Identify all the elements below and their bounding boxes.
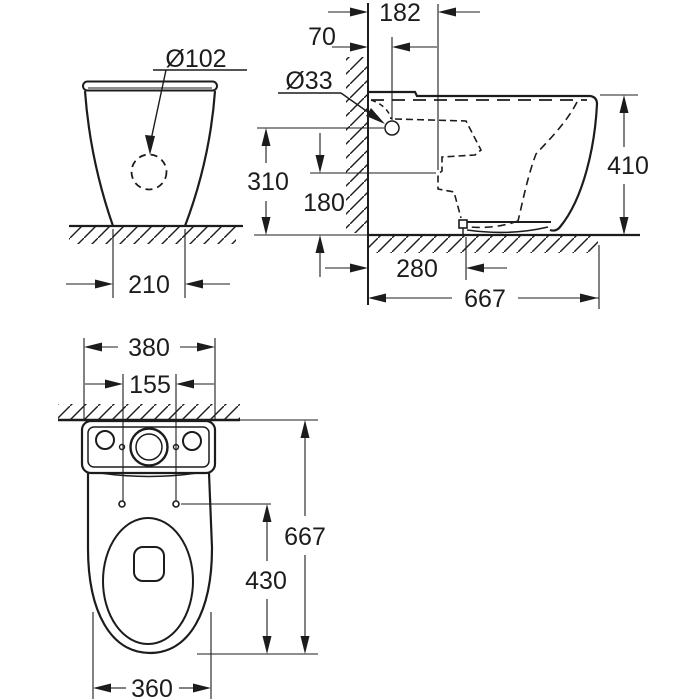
cistern-inner bbox=[87, 426, 210, 468]
dim-label-hole-diameter: Ø102 bbox=[165, 45, 226, 73]
dim-inlet-height: 310 bbox=[247, 127, 384, 236]
cistern-fixing-dot-left bbox=[118, 443, 126, 451]
dim-label-hinge-spacing: 155 bbox=[129, 371, 171, 399]
arrowhead bbox=[315, 235, 325, 253]
leader-line bbox=[340, 92, 373, 116]
arrowhead bbox=[300, 636, 310, 654]
arrowhead bbox=[315, 155, 325, 173]
dim-label-inlet-offset: 70 bbox=[308, 23, 336, 51]
dim-bowl-width: 360 bbox=[92, 612, 212, 700]
side-body-outline bbox=[368, 90, 599, 232]
top-wall-hatch bbox=[58, 404, 240, 420]
dim-hinge-spacing: 155 bbox=[85, 371, 214, 501]
front-floor-hatch bbox=[69, 227, 236, 244]
cistern-fixing-dot-right bbox=[172, 443, 180, 451]
arrowhead bbox=[392, 42, 410, 52]
side-floor-hatch bbox=[368, 236, 598, 253]
arrowhead bbox=[619, 95, 629, 113]
arrowhead bbox=[350, 263, 368, 273]
front-outlet-dashed-circle bbox=[130, 153, 168, 191]
leader-arrowhead bbox=[366, 108, 385, 124]
arrowhead bbox=[197, 342, 215, 352]
dim-outlet-height: 180 bbox=[303, 133, 436, 277]
arrowhead bbox=[580, 293, 598, 303]
side-view: 182 70 Ø33 310 bbox=[247, 0, 649, 313]
flush-button-inner bbox=[135, 433, 163, 461]
dim-outlet-offset: 280 bbox=[325, 237, 507, 283]
arrowhead bbox=[262, 636, 272, 654]
side-bowl-dashed bbox=[517, 101, 578, 222]
arrowhead bbox=[350, 7, 368, 17]
arrowhead bbox=[93, 683, 111, 693]
arrowhead bbox=[193, 683, 211, 693]
dim-total-depth-top: 667 bbox=[284, 420, 326, 654]
side-trap-dashed bbox=[469, 220, 519, 229]
dim-total-height: 410 bbox=[600, 94, 649, 235]
front-view: Ø102 210 bbox=[66, 45, 247, 299]
dim-label-hinge-to-front: 430 bbox=[245, 567, 287, 595]
front-body-left-edge bbox=[83, 90, 115, 227]
front-lid-edge bbox=[82, 80, 218, 92]
seat-hinge-hole-left bbox=[118, 500, 126, 508]
arrowhead bbox=[176, 379, 194, 389]
arrowhead bbox=[185, 279, 203, 289]
bowl-opening bbox=[102, 517, 194, 645]
dim-label-base-width: 210 bbox=[128, 271, 170, 299]
leader-arrowhead bbox=[145, 135, 155, 155]
arrowhead bbox=[466, 263, 484, 273]
dim-total-depth-side: 667 bbox=[368, 245, 600, 313]
front-body-right-edge bbox=[183, 90, 217, 227]
arrowhead bbox=[95, 279, 113, 289]
arrowhead bbox=[300, 420, 310, 438]
flush-button-outer bbox=[129, 427, 169, 467]
dim-inlet-diameter: Ø33 bbox=[278, 67, 385, 124]
dim-hinge-to-front: 430 bbox=[245, 504, 287, 654]
dim-hinge-offset: 182 bbox=[328, 0, 480, 170]
leader-line bbox=[150, 69, 167, 141]
side-base-bottom bbox=[466, 226, 549, 234]
arrowhead bbox=[438, 7, 456, 17]
dim-label-bowl-width: 360 bbox=[131, 675, 173, 700]
dim-cistern-width: 380 bbox=[83, 334, 216, 419]
dim-label-inlet-height: 310 bbox=[247, 168, 289, 196]
arrowhead bbox=[262, 504, 272, 522]
cistern-left-hole bbox=[95, 430, 115, 450]
dim-label-outlet-offset: 280 bbox=[396, 255, 438, 283]
top-view: 380 155 bbox=[58, 334, 326, 700]
side-drain-outlet bbox=[458, 219, 468, 229]
wall-hatch bbox=[346, 57, 368, 233]
side-inlet-circle bbox=[384, 120, 400, 136]
seat-hinge-hole-right bbox=[172, 500, 180, 508]
arrowhead bbox=[105, 379, 123, 389]
dim-hole-diameter: Ø102 bbox=[145, 45, 247, 155]
cistern-outer bbox=[80, 419, 217, 475]
dim-inlet-offset: 70 bbox=[308, 23, 437, 120]
dim-label-outlet-height: 180 bbox=[303, 189, 345, 217]
dim-label-total-depth-top: 667 bbox=[284, 523, 326, 551]
arrowhead bbox=[261, 128, 271, 146]
arrowhead bbox=[84, 342, 102, 352]
arrowhead bbox=[350, 42, 368, 52]
arrowhead bbox=[261, 217, 271, 235]
bowl-water-area bbox=[133, 546, 165, 582]
dim-label-hinge-offset: 182 bbox=[379, 0, 421, 27]
dim-label-total-depth-side: 667 bbox=[464, 285, 506, 313]
bowl-outline bbox=[86, 472, 214, 655]
dim-label-total-height: 410 bbox=[607, 152, 649, 180]
dim-base-width: 210 bbox=[66, 229, 230, 299]
cistern-right-hole bbox=[182, 431, 202, 451]
side-inlet-elbow-dashed bbox=[370, 99, 392, 120]
arrowhead bbox=[368, 293, 386, 303]
dim-label-inlet-diameter: Ø33 bbox=[285, 67, 332, 95]
arrowhead bbox=[619, 217, 629, 235]
dim-label-cistern-width: 380 bbox=[128, 334, 170, 362]
cistern-bottom-curve bbox=[99, 472, 198, 478]
